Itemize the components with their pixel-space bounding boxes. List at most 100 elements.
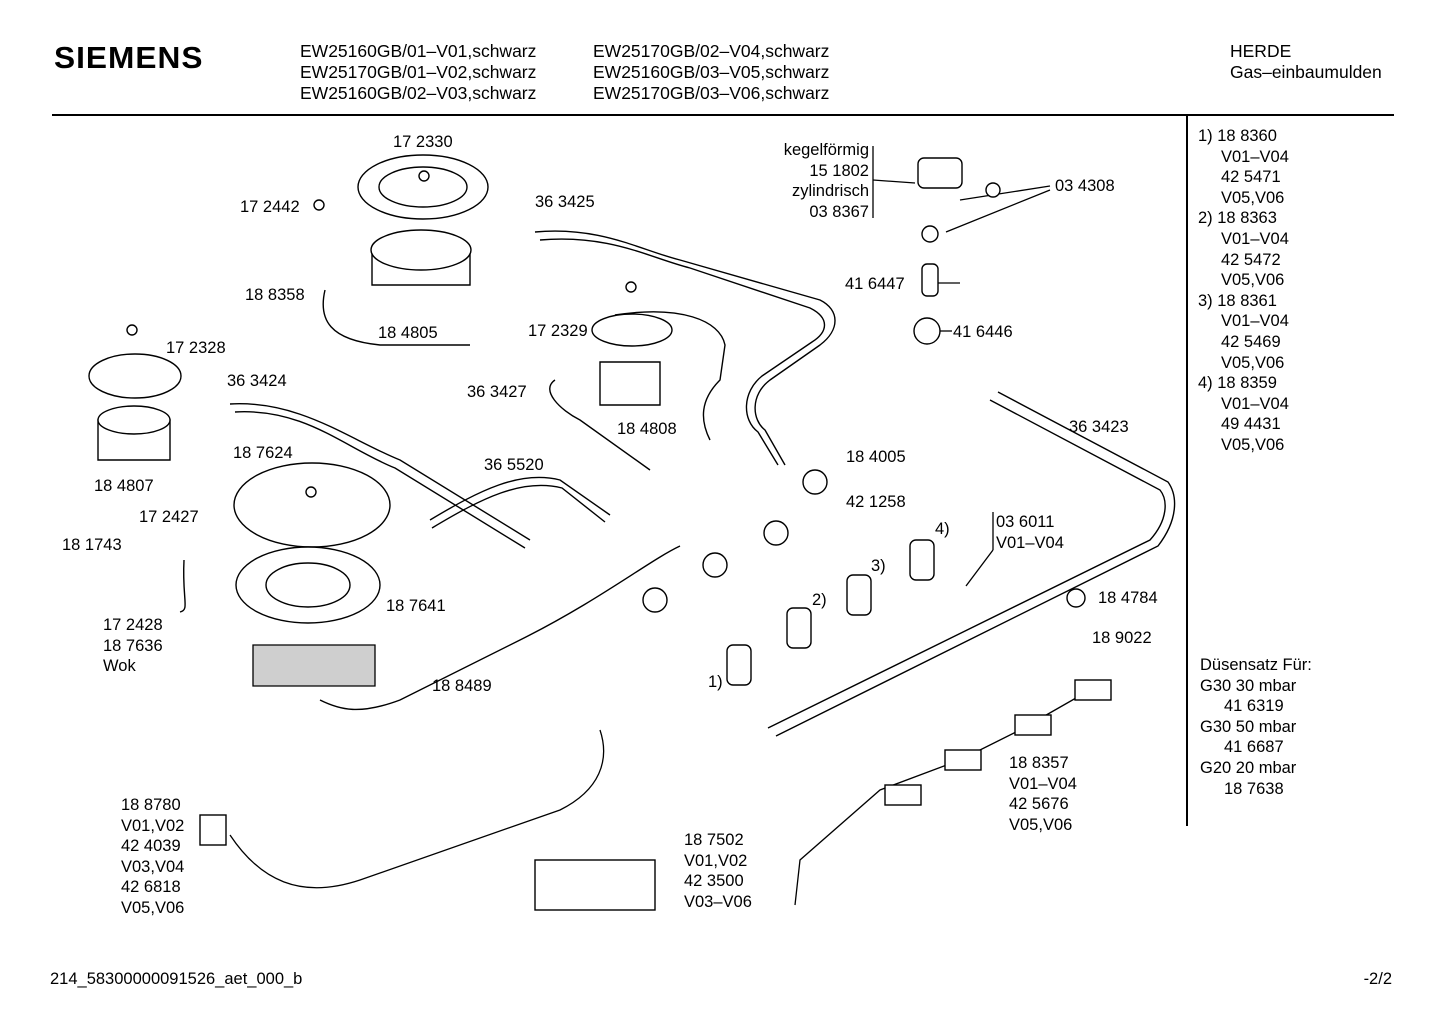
label-variant-2: 2) [812,591,827,609]
w188357-line: 18 8357 [1009,754,1069,772]
variant-line: V05,V06 [1221,271,1285,290]
doc-id: 214_58300000091526_aet_000_b [50,970,303,988]
kegel-line: kegelförmig [783,141,869,159]
variant-line: V05,V06 [1221,188,1285,207]
variant-line: 4) 18 8359 [1198,374,1277,393]
variant-line: 42 5469 [1221,332,1281,351]
wok-line: Wok [103,657,136,676]
nozzle-line: 18 7638 [1224,779,1284,798]
kegel-line: 15 1802 [809,161,869,180]
label-184005: 18 4005 [846,448,906,466]
label-188357-block: 18 8357 V01–V04 42 5676 V05,V06 [1009,753,1077,835]
label-034308: 03 4308 [1055,177,1115,195]
label-363423: 36 3423 [1069,418,1129,436]
header-rule [52,114,1394,116]
variant-line: 2) 18 8363 [1198,209,1277,228]
label-172330: 17 2330 [393,133,453,151]
variant-line: 1) 18 8360 [1198,127,1277,145]
label-variant-4: 4) [935,520,950,538]
nozzle-line: Düsensatz Für: [1200,656,1312,674]
variant-line: 42 5472 [1221,250,1281,269]
label-181743: 18 1743 [62,536,122,554]
label-184808: 18 4808 [617,420,677,438]
label-188780-block: 18 8780 V01,V02 42 4039 V03,V04 42 6818 … [121,795,184,919]
brand-logo: SIEMENS [54,40,204,75]
variant-line: V01–V04 [1221,394,1289,413]
label-172329: 17 2329 [528,322,588,340]
nozzle-line: G20 20 mbar [1200,758,1297,777]
w188357-line: 42 5676 [1009,795,1069,814]
w187502-line: V03–V06 [684,892,752,911]
wok-line: 18 7636 [103,636,163,655]
label-187502-block: 18 7502 V01,V02 42 3500 V03–V06 [684,830,752,912]
label-363424: 36 3424 [227,372,287,390]
burner-parts [88,154,673,687]
label-184784: 18 4784 [1098,589,1158,607]
kegel-line: zylindrisch [791,182,869,201]
w187502-line: V01,V02 [684,851,748,870]
label-variant-1: 1) [708,673,723,691]
label-363427: 36 3427 [467,383,527,401]
variant-list: 1) 18 8360 V01–V04 42 5471 V05,V06 2) 18… [1198,126,1289,456]
w187502-line: 42 3500 [684,872,744,891]
label-wok-block: 17 2428 18 7636 Wok [103,615,163,677]
label-416446: 41 6446 [953,323,1013,341]
label-172328: 17 2328 [166,339,226,357]
label-184807: 18 4807 [94,477,154,495]
model-line: EW25170GB/03–V06,schwarz [593,83,830,103]
w188780-line: 42 6818 [121,878,181,897]
nozzle-line: G30 30 mbar [1200,676,1297,695]
wiring-harness [199,679,1112,911]
label-189022: 18 9022 [1092,629,1152,647]
variant-line: V01–V04 [1221,147,1289,166]
w187502-line: 18 7502 [684,831,744,849]
variant-line: V05,V06 [1221,353,1285,372]
model-list-col1: EW25160GB/01–V01,schwarz EW25170GB/01–V0… [300,41,536,104]
label-variant-3: 3) [871,557,886,575]
v036011-line: 03 6011 [996,513,1055,531]
model-line: EW25160GB/03–V05,schwarz [593,62,830,82]
variant-line: V01–V04 [1221,312,1289,331]
wok-line: 17 2428 [103,616,163,634]
label-188489: 18 8489 [432,677,492,695]
label-365520: 36 5520 [484,456,544,474]
panel-divider [1186,116,1188,826]
category-subtitle: Gas–einbaumulden [1230,62,1382,82]
category-title: HERDE [1230,41,1292,61]
leader-lines [872,146,1051,587]
nozzle-line: 41 6687 [1224,738,1284,757]
variant-line: V01–V04 [1221,229,1289,248]
variant-line: 49 4431 [1221,415,1281,434]
label-172442: 17 2442 [240,198,300,216]
gas-pipes [179,230,1176,737]
page-number: -2/2 [1363,970,1392,988]
model-line: EW25170GB/01–V02,schwarz [300,62,537,82]
kegel-line: 03 8367 [809,202,869,221]
w188780-line: 42 4039 [121,837,181,856]
label-kegel-block: kegelförmig 15 1802 zylindrisch 03 8367 [771,140,869,222]
w188357-line: V05,V06 [1009,815,1073,834]
w188780-line: V01,V02 [121,816,185,835]
valves-and-fittings [126,157,1086,686]
model-line: EW25160GB/02–V03,schwarz [300,83,537,103]
label-187624: 18 7624 [233,444,293,462]
model-line: EW25170GB/02–V04,schwarz [593,41,830,61]
v036011-line: V01–V04 [996,533,1064,552]
category-block: HERDE Gas–einbaumulden [1230,41,1382,83]
variant-line: 3) 18 8361 [1198,291,1277,310]
label-036011-block: 03 6011 V01–V04 [996,512,1064,553]
nozzle-line: G30 50 mbar [1200,717,1297,736]
w188780-line: 18 8780 [121,796,181,814]
label-187641: 18 7641 [386,597,446,615]
model-list-col2: EW25170GB/02–V04,schwarz EW25160GB/03–V0… [593,41,829,104]
label-416447: 41 6447 [845,275,905,293]
model-line: EW25160GB/01–V01,schwarz [300,41,537,61]
nozzle-line: 41 6319 [1224,697,1284,716]
w188357-line: V01–V04 [1009,774,1077,793]
label-184805: 18 4805 [378,324,438,342]
label-363425: 36 3425 [535,193,595,211]
variant-line: V05,V06 [1221,435,1285,454]
label-172427: 17 2427 [139,508,199,526]
label-421258: 42 1258 [846,493,906,511]
